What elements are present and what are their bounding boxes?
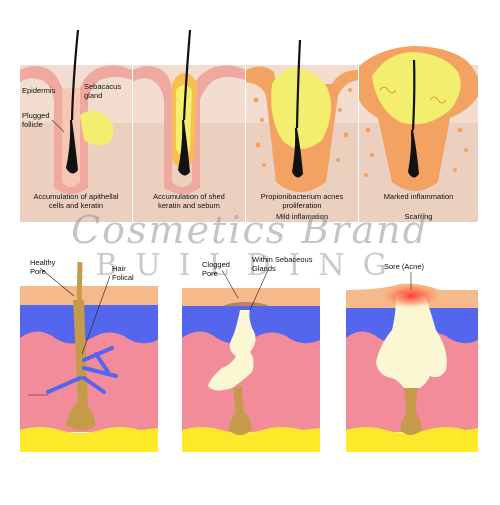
plugged-follicle-label: Plugged follicle xyxy=(22,111,50,129)
watermark-line-1: Cosmetics Brand xyxy=(71,208,429,252)
bottom-panel-3 xyxy=(346,272,478,452)
watermark-line-2: BUILDING xyxy=(95,248,405,283)
subcaption-stage-4: Scarring xyxy=(404,212,433,221)
top-panel-2 xyxy=(133,29,245,222)
hair-follicle-label: Hair Folical xyxy=(112,264,134,282)
sore-acne-label: Sore (Acne) xyxy=(384,262,425,271)
top-panel-4 xyxy=(359,46,478,222)
subcaption-stage-3: Mild inflamation xyxy=(275,212,329,221)
top-panel-3 xyxy=(246,39,358,222)
bottom-panel-1 xyxy=(20,261,158,452)
epidermis-label: Epidermis xyxy=(22,86,56,95)
caption-stage-3: Propionibacterium acnes proliferation xyxy=(260,192,344,210)
healthy-pore-label: Healthy Pore xyxy=(30,258,56,276)
top-panel-1 xyxy=(20,29,132,222)
bottom-panel-2 xyxy=(182,269,320,452)
sebaceous-glands-label: Within Sebaceous Glands xyxy=(252,255,313,273)
clogged-pore-label: Clogged Pore xyxy=(202,260,230,278)
caption-stage-1: Accumulation of apithellal cells and ker… xyxy=(33,192,119,210)
sebaceous-gland-label: Sebacacus gland xyxy=(84,82,122,100)
caption-stage-4: Marked inflammation xyxy=(383,192,454,201)
caption-stage-2: Accumulation of shed keratin and sebum xyxy=(153,192,225,210)
